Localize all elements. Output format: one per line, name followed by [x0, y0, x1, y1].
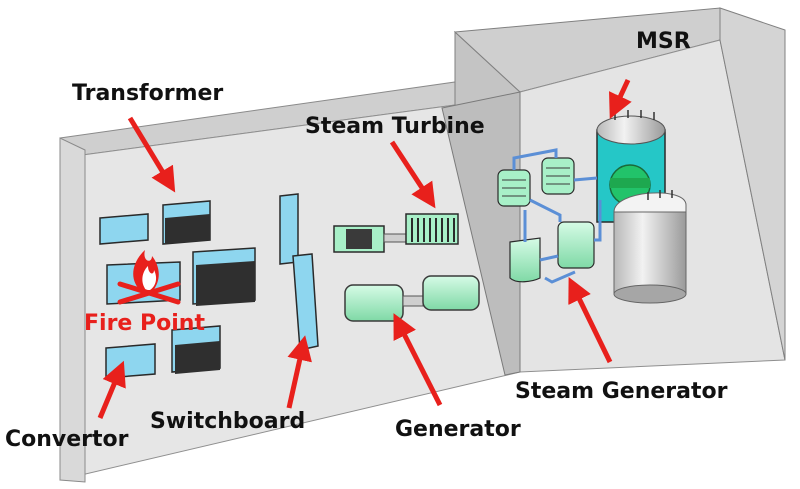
switchboard-arrow	[286, 335, 312, 409]
callout-arrows	[97, 78, 632, 419]
generator-label: Generator	[395, 417, 521, 442]
convertor-arrow	[97, 360, 126, 419]
fire-point-label: Fire Point	[84, 311, 205, 336]
steam-generator-arrow	[568, 277, 613, 364]
heat-exchangers	[497, 157, 575, 207]
switchboard-panel	[279, 193, 319, 351]
steam-generator-label: Steam Generator	[515, 379, 728, 404]
building-shell	[59, 7, 786, 483]
msr-arrow	[609, 78, 632, 120]
transformer-arrow	[127, 116, 176, 193]
fire-icon	[117, 250, 181, 305]
transformer-units	[99, 200, 256, 374]
convertor-unit	[105, 343, 156, 379]
msr-label: MSR	[636, 29, 691, 54]
piping	[512, 148, 602, 284]
generator-equipment	[344, 275, 480, 322]
convertor-label: Convertor	[5, 427, 129, 452]
steam-turbine-equipment	[333, 213, 459, 253]
steam-turbine-label: Steam Turbine	[305, 114, 485, 139]
steam-generator-equipment	[509, 221, 595, 283]
steam-turbine-arrow	[389, 140, 436, 209]
generator-arrow	[393, 313, 443, 407]
switchboard-label: Switchboard	[150, 409, 305, 434]
transformer-label: Transformer	[72, 81, 223, 106]
storage-tank	[613, 190, 687, 304]
labels: Transformer Steam Turbine MSR Fire Point…	[5, 29, 728, 452]
